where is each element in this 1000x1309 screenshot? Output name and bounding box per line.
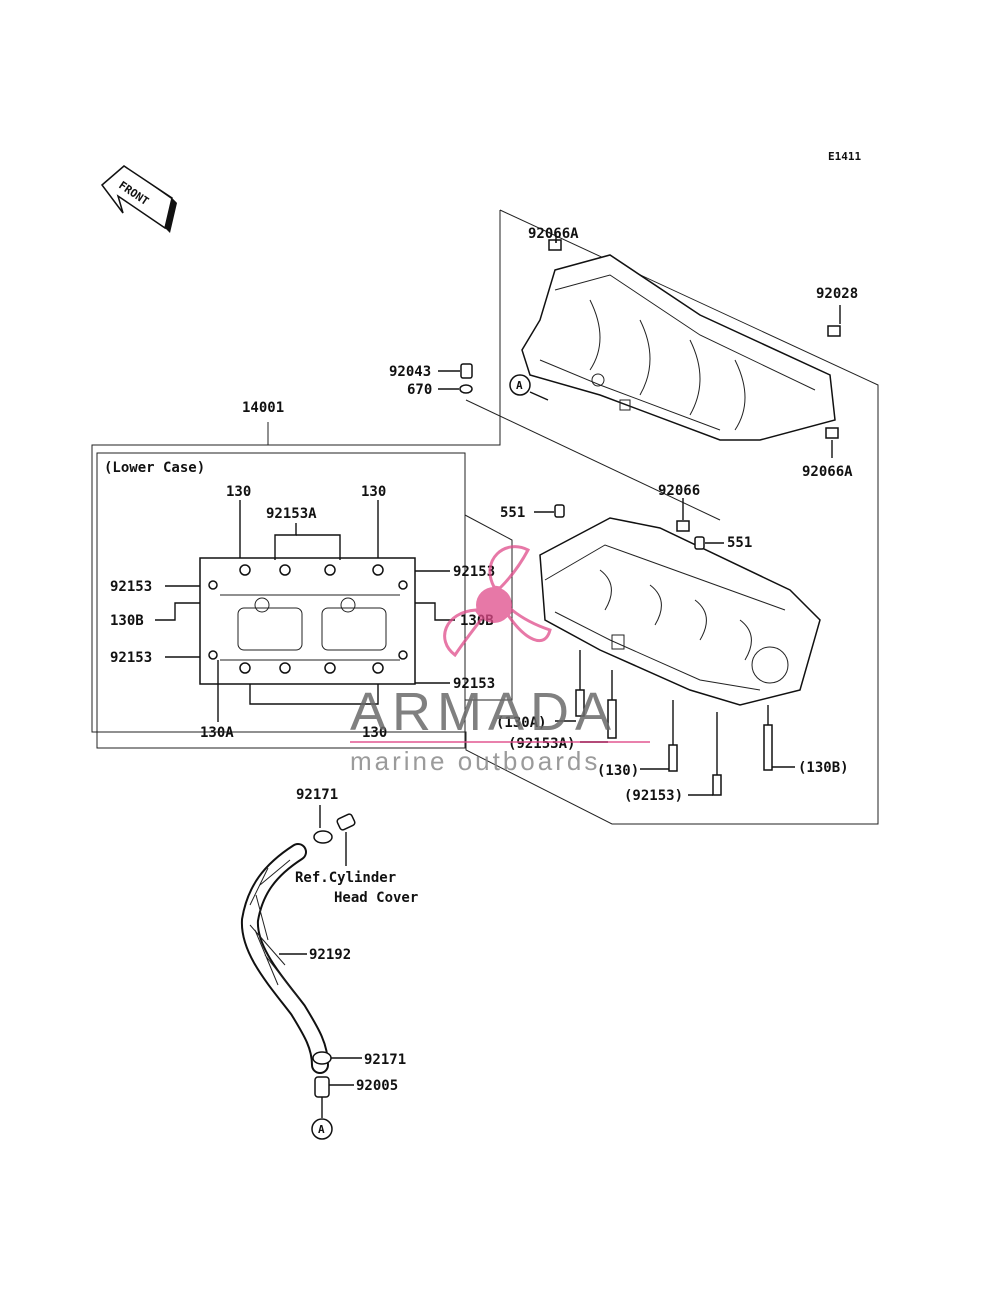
lower-crankcase bbox=[539, 517, 821, 706]
dowel-551-left bbox=[554, 504, 565, 518]
label-551-right: 551 bbox=[727, 535, 752, 551]
label-bolt-130b: (130B) bbox=[798, 760, 849, 776]
dowel-551-right bbox=[694, 536, 705, 550]
watermark-tagline: marine outboards bbox=[350, 746, 600, 776]
ref-marker-a-lower-label: A bbox=[318, 1123, 325, 1136]
label-92171-top: 92171 bbox=[296, 787, 338, 803]
leader-lc-130b-left bbox=[155, 602, 200, 621]
assembly-line-dowel bbox=[465, 399, 721, 521]
label-bolt-92153a: (92153A) bbox=[508, 736, 575, 752]
hose-clamp-92171-top bbox=[313, 805, 333, 844]
diagram-code: E1411 bbox=[828, 150, 861, 163]
label-lc-130-right: 130 bbox=[361, 484, 386, 500]
breather-hose-92192 bbox=[240, 843, 329, 1074]
label-92005: 92005 bbox=[356, 1078, 398, 1094]
label-lc-130-bottom: 130 bbox=[362, 725, 387, 741]
bolt-130b bbox=[763, 705, 795, 771]
label-bolt-130a: (130A) bbox=[496, 715, 547, 731]
label-92028: 92028 bbox=[816, 286, 858, 302]
label-ref-line1: Ref.Cylinder bbox=[295, 870, 396, 886]
lower-case-top-view bbox=[199, 557, 416, 685]
upper-crankcase bbox=[521, 254, 836, 441]
label-92043: 92043 bbox=[389, 364, 431, 380]
ref-marker-a-lower bbox=[311, 1118, 333, 1140]
label-92066: 92066 bbox=[658, 483, 700, 499]
bolt-130a bbox=[555, 650, 585, 722]
label-lower-case: (Lower Case) bbox=[104, 460, 205, 476]
ref-marker-a-upper bbox=[509, 374, 531, 396]
bolt-130 bbox=[640, 700, 678, 772]
label-lc-92153-ml: 92153 bbox=[110, 650, 152, 666]
ref-marker-a-upper-label: A bbox=[516, 379, 523, 392]
label-92171-bottom: 92171 bbox=[364, 1052, 406, 1068]
watermark-propeller-icon bbox=[443, 545, 552, 658]
nut-92066 bbox=[676, 520, 690, 532]
watermark-brand: ARMADA bbox=[350, 682, 617, 742]
fitting-92005 bbox=[314, 1076, 354, 1118]
leader-lc-92153a-a bbox=[274, 523, 297, 560]
label-551-left: 551 bbox=[500, 505, 525, 521]
label-bolt-92153: (92153) bbox=[624, 788, 683, 804]
leader-ref-a-upper bbox=[529, 391, 549, 401]
label-92066a-top: 92066A bbox=[528, 226, 579, 242]
nut-92066a-right bbox=[825, 427, 839, 439]
label-lc-92153-tr: 92153 bbox=[453, 564, 495, 580]
bolt-92153 bbox=[688, 712, 722, 796]
dowel-92043 bbox=[460, 363, 473, 379]
front-arrow-icon: FRONT bbox=[100, 165, 177, 233]
leader-lc-130b-right bbox=[415, 602, 455, 621]
o-ring-670 bbox=[459, 384, 473, 394]
nut-92066a-top bbox=[548, 239, 562, 251]
leader-lc-130-bottom bbox=[249, 684, 379, 705]
label-bolt-130: (130) bbox=[597, 763, 639, 779]
label-lc-130-left: 130 bbox=[226, 484, 251, 500]
label-lc-92153-br: 92153 bbox=[453, 676, 495, 692]
label-lc-130b-left: 130B bbox=[110, 613, 144, 629]
label-lc-130a: 130A bbox=[200, 725, 234, 741]
fitting-ref-cylinder-head bbox=[336, 813, 356, 866]
label-ref-line2: Head Cover bbox=[334, 890, 418, 906]
label-lc-92153-tl: 92153 bbox=[110, 579, 152, 595]
label-670: 670 bbox=[407, 382, 432, 398]
label-assembly-14001: 14001 bbox=[242, 400, 284, 416]
hose-clamp-92171-bottom bbox=[312, 1051, 362, 1065]
lower-case-frame bbox=[96, 452, 466, 749]
label-lc-92153a: 92153A bbox=[266, 506, 317, 522]
label-92192: 92192 bbox=[309, 947, 351, 963]
nut-92028 bbox=[827, 325, 841, 337]
leader-lc-92153a-b bbox=[296, 534, 341, 560]
label-92066a-right: 92066A bbox=[802, 464, 853, 480]
